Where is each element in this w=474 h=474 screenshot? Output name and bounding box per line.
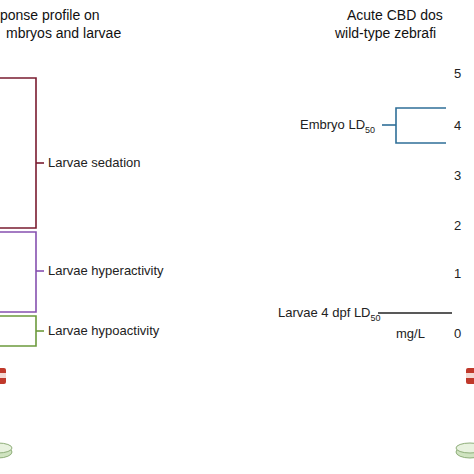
axis-tick: 4 bbox=[454, 118, 461, 134]
panel-title: wild-type zebrafi bbox=[335, 24, 436, 42]
ld50-subscript: 50 bbox=[365, 125, 375, 135]
axis-tick: 0 bbox=[454, 326, 461, 342]
axis-tick: 2 bbox=[454, 218, 461, 234]
embryo-ld50-bracket bbox=[382, 108, 446, 143]
effect-label: Larvae hypoactivity bbox=[48, 323, 159, 339]
ld50-label: Larvae 4 dpf LD bbox=[278, 305, 371, 321]
larvae-ld50-line bbox=[378, 312, 452, 314]
petri-dish bbox=[456, 443, 474, 458]
sedation-bracket bbox=[0, 78, 44, 228]
effect-label: Larvae sedation bbox=[48, 155, 141, 171]
axis-tick: 3 bbox=[454, 168, 461, 184]
axis-unit: mg/L bbox=[396, 326, 425, 342]
ld50-label: Embryo LD bbox=[300, 117, 365, 133]
vial-icon bbox=[466, 368, 474, 384]
panel-title: mbryos and larvae bbox=[6, 24, 121, 42]
panel-title: ponse profile on bbox=[0, 6, 100, 24]
hyperactivity-bracket bbox=[0, 232, 44, 312]
axis-tick: 1 bbox=[454, 266, 461, 282]
hypoactivity-bracket bbox=[0, 316, 44, 346]
effect-label: Larvae hyperactivity bbox=[48, 263, 164, 279]
axis-tick: 5 bbox=[454, 66, 461, 82]
petri-dish bbox=[0, 443, 12, 458]
vial-icon bbox=[0, 368, 6, 384]
panel-title: Acute CBD dos bbox=[347, 6, 443, 24]
ld50-subscript: 50 bbox=[371, 313, 381, 323]
